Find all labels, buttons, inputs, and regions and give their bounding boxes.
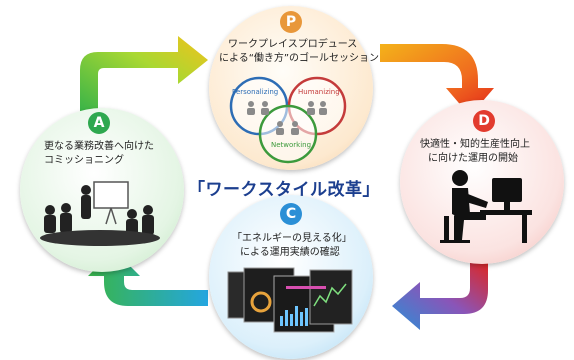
do-line2: に向けた運用の開始 [428, 153, 518, 164]
arrow-p-to-d [380, 44, 494, 116]
desk-worker-icon [440, 170, 532, 243]
venn-diagram [229, 76, 347, 164]
center-title: 「ワークスタイル改革」 [188, 180, 380, 200]
do-badge: D [473, 110, 495, 132]
venn-networking: Networking [271, 141, 312, 149]
venn-humanizing: Humanizing [298, 88, 340, 96]
act-badge: A [88, 112, 110, 134]
venn-personalizing: Personalizing [232, 88, 279, 96]
do-line1: 快適性・知的生産性向上 [420, 139, 530, 150]
meeting-icon [40, 181, 160, 246]
plan-badge: P [280, 11, 302, 33]
arrow-d-to-c [392, 258, 488, 330]
check-line2: による運用実績の確認 [240, 247, 340, 258]
people-icon [247, 101, 327, 135]
check-line1: 「エネルギーの見える化」 [232, 233, 352, 244]
check-badge: C [280, 203, 302, 225]
act-line1: 更なる業務改善へ向けた [44, 141, 154, 152]
arrow-a-to-p [80, 36, 208, 120]
plan-line2: による“働き方”のゴールセッション [219, 53, 380, 64]
act-line2: コミッショニング [44, 155, 124, 166]
plan-line1: ワークプレイスプロデュース [228, 39, 358, 50]
dashboard-screens-icon [227, 267, 353, 333]
